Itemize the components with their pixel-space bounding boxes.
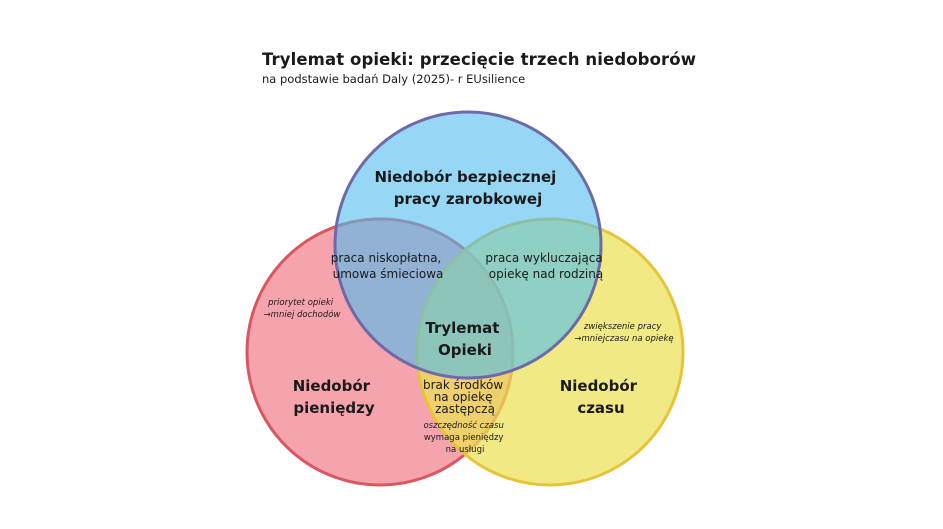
left-note-line1: priorytet opieki (267, 298, 334, 308)
circle-secure-work-shortage (333, 110, 603, 380)
top-circle-label-line1: Niedobór bezpiecznej (374, 168, 556, 186)
right-note-line2: →mniejczasu na opiekę (574, 334, 673, 344)
bottom-note-line1: oszczędność czasu (423, 420, 503, 431)
overlap-top-left-label: praca niskopłatna, umowa śmieciowa (331, 251, 445, 281)
right-circle-label: Niedobór czasu (560, 377, 643, 417)
bottom-note: oszczędność czasu wymaga pieniędzy na us… (423, 420, 506, 455)
diagram-subtitle: na podstawie badań Daly (2025)- r EUsili… (262, 72, 526, 86)
overlap-left-right-label: brak środków na opiekę zastępczą (423, 378, 507, 416)
overlap-left-right-line2: na opiekę (434, 390, 493, 404)
left-note-line2: →mniej dochodów (264, 309, 341, 320)
center-label-line1: Trylemat (425, 319, 499, 337)
diagram-title: Trylemat opieki: przecięcie trzech niedo… (262, 50, 697, 69)
center-label: Trylemat Opieki (425, 319, 504, 359)
overlap-top-left-line1: praca niskopłatna, (331, 251, 442, 265)
overlap-top-right-label: praca wykluczająca opiekę nad rodziną (485, 251, 606, 281)
bottom-note-line3: na usługi (446, 445, 485, 455)
overlap-top-right-line2: opiekę nad rodziną (489, 267, 603, 281)
top-circle-label-line2: pracy zarobkowej (394, 190, 543, 208)
left-note: priorytet opieki →mniej dochodów (264, 298, 341, 320)
top-circle-label: Niedobór bezpiecznej pracy zarobkowej (374, 168, 561, 208)
left-circle-label: Niedobór pieniędzy (293, 377, 376, 417)
overlap-left-right-line3: zastępczą (435, 402, 495, 416)
overlap-top-right-line1: praca wykluczająca (485, 251, 602, 265)
right-circle-label-line1: Niedobór (560, 377, 638, 395)
right-note: zwiększenie pracy →mniejczasu na opiekę (574, 322, 673, 344)
bottom-note-line2: wymaga pieniędzy (424, 433, 504, 443)
overlap-left-right-line1: brak środków (423, 378, 503, 392)
left-circle-label-line1: Niedobór (293, 377, 371, 395)
center-label-line2: Opieki (438, 341, 492, 359)
right-note-line1: zwiększenie pracy (583, 322, 662, 332)
left-circle-label-line2: pieniędzy (293, 399, 375, 417)
right-circle-label-line2: czasu (577, 399, 624, 417)
overlap-top-left-line2: umowa śmieciowa (333, 267, 444, 281)
